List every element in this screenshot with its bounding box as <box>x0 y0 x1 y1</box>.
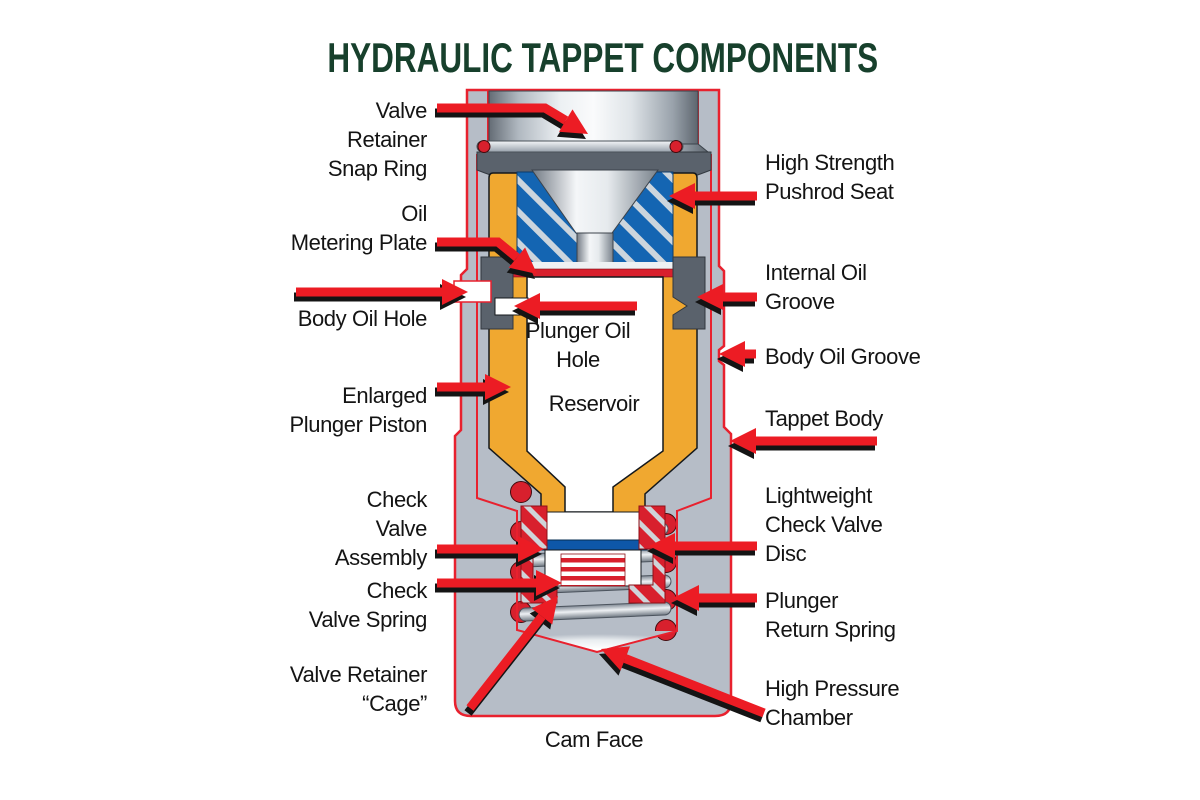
metering-plate-gap <box>513 262 673 269</box>
label-reservoir: Reservoir <box>548 391 640 416</box>
bore-outline-right-lower <box>676 154 712 512</box>
label-oil-metering-plate: Oil Metering Plate <box>290 201 428 255</box>
label-plunger-return-spring: Plunger Return Spring <box>765 588 896 642</box>
label-valve-retainer-cage: Valve Retainer “Cage” <box>289 662 427 716</box>
arrow-tappet-body <box>728 428 877 459</box>
oil-metering-plate-shape <box>512 268 674 278</box>
label-high-pressure-chamber: High Pressure Chamber <box>765 676 900 730</box>
label-internal-oil-groove: Internal Oil Groove <box>765 260 867 314</box>
arrow-internal-oil-groove <box>695 284 757 315</box>
label-check-valve-assembly: Check Valve Assembly <box>334 487 428 570</box>
valve-retainer-cage-right <box>628 505 666 604</box>
arrow-oil-metering-plate <box>435 237 537 279</box>
label-cam-face: Cam Face <box>544 727 644 752</box>
arrow-body-oil-hole <box>294 279 468 310</box>
page-title: HYDRAULIC TAPPET COMPONENTS <box>327 34 879 81</box>
arrow-high-strength-pushrod-seat <box>667 183 757 214</box>
arrow-body-oil-groove <box>717 341 756 372</box>
arrow-valve-retainer-snap-ring <box>435 103 588 139</box>
label-tappet-body: Tappet Body <box>765 406 883 431</box>
pushrod-funnel-stem <box>576 232 614 267</box>
snap-ring-end-right <box>669 140 683 153</box>
label-plunger-oil-hole: Plunger Oil Hole <box>525 318 631 372</box>
label-enlarged-plunger-piston: Enlarged Plunger Piston <box>289 383 428 437</box>
arrow-enlarged-plunger-piston <box>435 374 511 405</box>
arrow-plunger-return-spring <box>671 585 757 616</box>
bore-outline-left-lower <box>476 154 518 512</box>
label-high-strength-pushrod-seat: High Strength Pushrod Seat <box>765 150 895 204</box>
check-valve-disc-shape <box>538 539 648 551</box>
arrow-valve-retainer-cage <box>464 596 558 716</box>
label-lightweight-check-valve-disc: Lightweight Check Valve Disc <box>765 483 883 566</box>
label-body-oil-hole: Body Oil Hole <box>297 306 428 331</box>
arrow-lightweight-check-valve-disc <box>647 533 757 564</box>
snap-ring-end-left <box>477 140 491 153</box>
arrow-check-valve-spring <box>435 570 562 601</box>
snap-ring-bar <box>476 140 684 153</box>
high-pressure-chamber-glow <box>519 631 675 651</box>
arrow-plunger-oil-hole <box>512 293 637 324</box>
arrow-check-valve-assembly <box>435 536 544 567</box>
arrow-high-pressure-chamber <box>599 646 766 723</box>
check-valve-spring-shape <box>560 553 626 587</box>
label-valve-retainer-snap-ring: Valve Retainer Snap Ring <box>327 98 428 181</box>
label-body-oil-groove: Body Oil Groove <box>765 344 921 369</box>
internal-oil-groove-right <box>672 256 706 330</box>
check-valve-chamber <box>530 511 658 544</box>
label-check-valve-spring: Check Valve Spring <box>308 578 428 632</box>
